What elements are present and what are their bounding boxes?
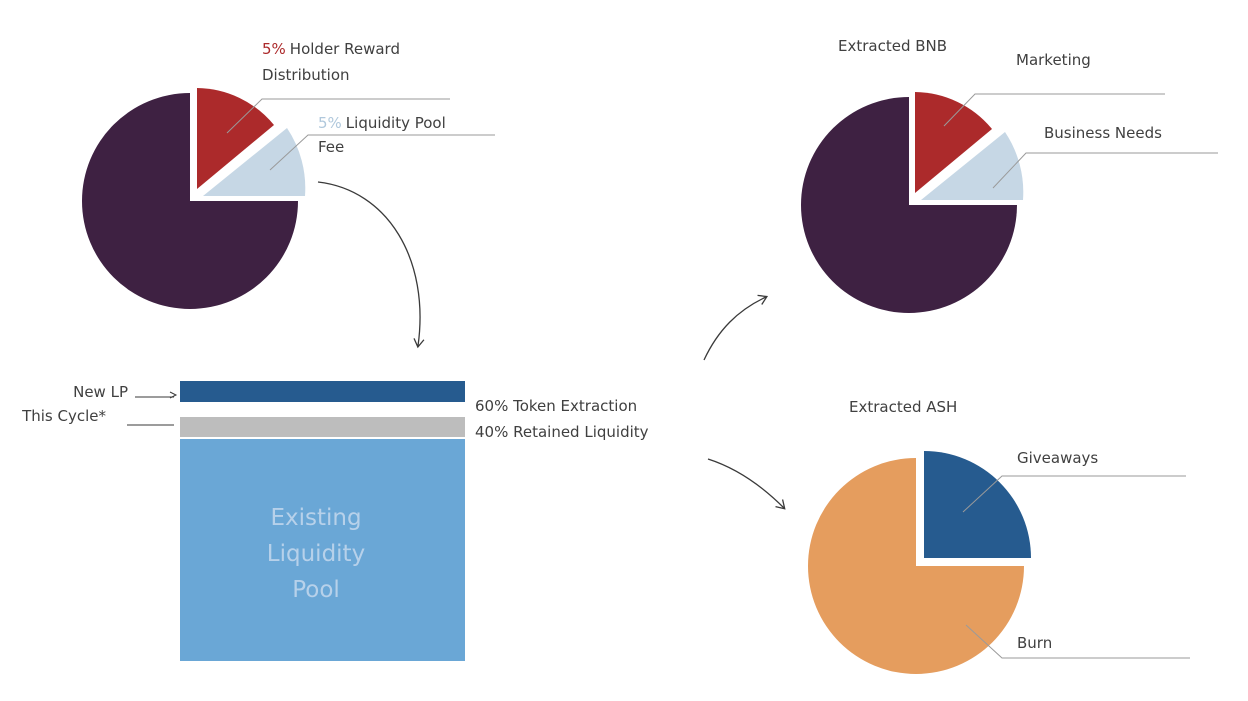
reward-label-line-1: 5%Holder Reward xyxy=(262,40,400,58)
reward-label-line-2: Distribution xyxy=(262,66,350,84)
burn-label: Burn xyxy=(1017,634,1052,652)
burn-leader-line xyxy=(965,624,1190,659)
bnb-pie-chart xyxy=(801,92,1024,313)
fee-pie-lp-slice xyxy=(203,128,306,196)
fee-pie-remainder-slice xyxy=(82,93,298,309)
ash-pie-chart xyxy=(808,451,1031,674)
pool-label-line-2: Liquidity xyxy=(267,541,365,567)
giveaways-label: Giveaways xyxy=(1017,449,1098,467)
retained-liquidity-bar xyxy=(180,417,465,437)
ash-pie-burn-slice xyxy=(808,458,1024,674)
fee-to-pool-arrow xyxy=(317,181,425,349)
liquidity-pool-stack xyxy=(180,381,465,661)
ash-pie-giveaways-slice xyxy=(924,451,1031,558)
reward-leader-line xyxy=(226,98,450,134)
lp-fee-label-line-1: 5%Liquidity Pool xyxy=(318,114,446,132)
ash-title: Extracted ASH xyxy=(849,398,957,416)
giveaways-leader-line xyxy=(962,475,1186,513)
fee-pie-chart xyxy=(82,88,306,309)
token-extraction-label: 60% Token Extraction xyxy=(475,397,637,415)
business-needs-label: Business Needs xyxy=(1044,124,1162,142)
new-lp-bar xyxy=(180,381,465,402)
lp-leader-line xyxy=(269,134,495,171)
retained-liquidity-label: 40% Retained Liquidity xyxy=(475,423,649,441)
this-cycle-label: This Cycle* xyxy=(21,407,106,425)
new-lp-pointer-head xyxy=(169,391,178,399)
pool-label-line-3: Pool xyxy=(292,577,340,603)
lp-fee-label-line-2: Fee xyxy=(318,138,344,156)
marketing-leader-line xyxy=(943,93,1165,127)
fee-pie-reward-slice xyxy=(197,88,274,189)
bnb-pie-remainder-slice xyxy=(801,97,1017,313)
pool-to-ash-arrow xyxy=(707,458,786,510)
pool-label-line-1: Existing xyxy=(270,505,361,531)
bnb-title: Extracted BNB xyxy=(838,37,947,55)
new-lp-label: New LP xyxy=(73,383,128,401)
marketing-label: Marketing xyxy=(1016,51,1091,69)
pool-to-bnb-arrow xyxy=(703,294,769,361)
existing-liquidity-pool xyxy=(180,439,465,661)
business-leader-line xyxy=(992,152,1218,189)
bnb-pie-marketing-slice xyxy=(915,92,992,193)
